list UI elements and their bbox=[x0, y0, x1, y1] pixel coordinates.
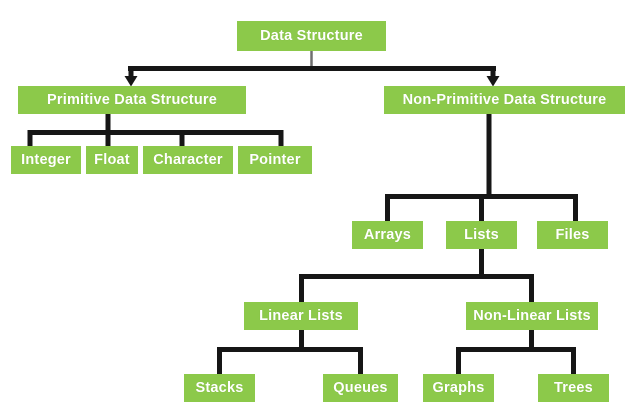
node-non-primitive-data-structure[interactable]: Non-Primitive Data Structure bbox=[384, 86, 625, 114]
node-trees[interactable]: Trees bbox=[538, 374, 609, 402]
node-non-linear-lists[interactable]: Non-Linear Lists bbox=[466, 302, 598, 330]
node-label: Pointer bbox=[249, 151, 301, 168]
node-character[interactable]: Character bbox=[143, 146, 233, 174]
node-linear-lists[interactable]: Linear Lists bbox=[244, 302, 358, 330]
edge-group-primitive bbox=[27, 114, 284, 146]
node-label: Stacks bbox=[195, 379, 244, 396]
node-arrays[interactable]: Arrays bbox=[352, 221, 423, 249]
node-stacks[interactable]: Stacks bbox=[184, 374, 255, 402]
node-integer[interactable]: Integer bbox=[11, 146, 81, 174]
node-label: Non-Primitive Data Structure bbox=[402, 91, 607, 108]
edge-group-non-primitive bbox=[385, 114, 578, 221]
node-graphs[interactable]: Graphs bbox=[423, 374, 494, 402]
node-files[interactable]: Files bbox=[537, 221, 608, 249]
node-pointer[interactable]: Pointer bbox=[238, 146, 312, 174]
node-label: Arrays bbox=[363, 226, 412, 243]
node-label: Queues bbox=[333, 379, 388, 396]
node-float[interactable]: Float bbox=[86, 146, 138, 174]
node-queues[interactable]: Queues bbox=[323, 374, 398, 402]
edge-group-data-structure bbox=[124, 51, 500, 87]
edge-group-lists bbox=[299, 249, 534, 302]
node-label: Float bbox=[94, 151, 130, 168]
arrowhead-non-primitive bbox=[486, 76, 500, 87]
node-label: Primitive Data Structure bbox=[47, 91, 217, 108]
node-lists[interactable]: Lists bbox=[446, 221, 517, 249]
node-label: Trees bbox=[554, 379, 593, 396]
node-data-structure[interactable]: Data Structure bbox=[237, 21, 386, 51]
node-primitive-data-structure[interactable]: Primitive Data Structure bbox=[18, 86, 246, 114]
edge-group-linear-lists bbox=[217, 330, 363, 374]
node-label: Files bbox=[555, 226, 590, 243]
node-label: Character bbox=[153, 151, 223, 168]
node-label: Data Structure bbox=[260, 27, 363, 44]
node-label: Graphs bbox=[432, 379, 485, 396]
node-label: Lists bbox=[464, 226, 499, 243]
node-label: Non-Linear Lists bbox=[473, 307, 591, 324]
node-label: Linear Lists bbox=[259, 307, 343, 324]
edge-group-non-linear-lists bbox=[456, 330, 576, 374]
node-label: Integer bbox=[21, 151, 71, 168]
arrowhead-primitive bbox=[124, 76, 138, 87]
